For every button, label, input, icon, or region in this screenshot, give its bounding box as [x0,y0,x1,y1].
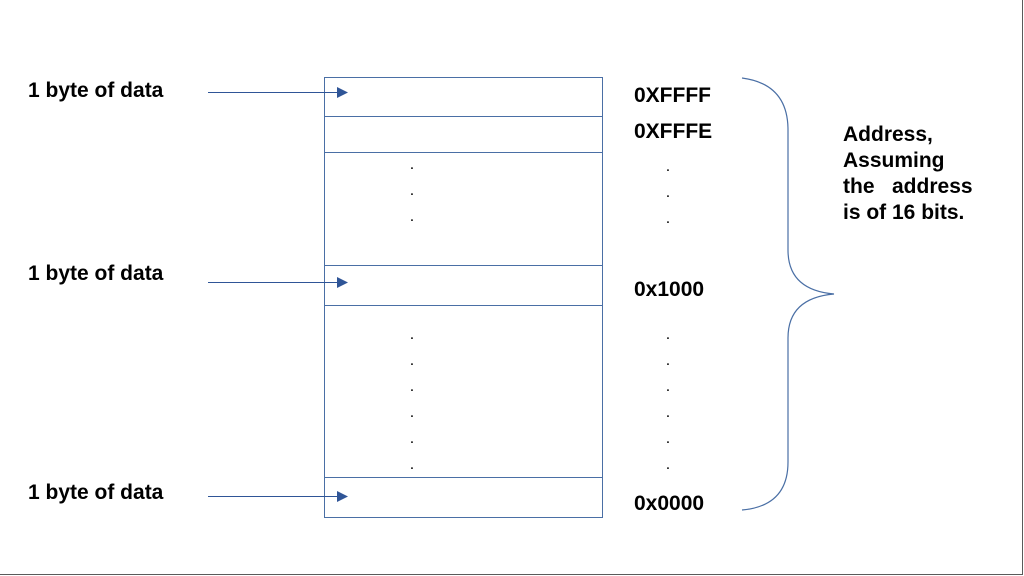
address-note-line: is of 16 bits. [843,201,965,224]
ellipsis-dot: . [409,326,415,343]
memory-block [324,77,603,518]
address-note-line: the address [843,175,973,198]
address-ellipsis-dot: . [665,184,671,201]
ellipsis-dot: . [409,182,415,199]
address-ellipsis-dot: . [665,456,671,473]
address-1000: 0x1000 [634,278,705,301]
ellipsis-dot: . [409,208,415,225]
address-ellipsis-dot: . [665,404,671,421]
curly-brace [741,77,835,511]
address-ellipsis-dot: . [665,378,671,395]
arrow-middle [208,277,348,288]
address-ellipsis-dot: . [665,430,671,447]
ellipsis-dot: . [409,156,415,173]
address-note-line: Assuming [843,149,945,172]
ellipsis-dot: . [409,352,415,369]
address-fffe: 0XFFFE [634,120,713,143]
arrow-bottom [208,491,348,502]
address-note-line: Address, [843,123,933,146]
byte-label-bottom: 1 byte of data [28,481,164,504]
ellipsis-dot: . [409,404,415,421]
address-ellipsis-dot: . [665,210,671,227]
byte-label-top: 1 byte of data [28,79,164,102]
ellipsis-dot: . [409,456,415,473]
byte-label-middle: 1 byte of data [28,262,164,285]
ellipsis-dot: . [409,430,415,447]
address-0000: 0x0000 [634,492,705,515]
address-ellipsis-dot: . [665,326,671,343]
address-ellipsis-dot: . [665,158,671,175]
address-note: Address, Assuming the address is of 16 b… [843,122,973,226]
arrow-top [208,87,348,98]
ellipsis-dot: . [409,378,415,395]
address-ellipsis-dot: . [665,352,671,369]
address-ffff: 0XFFFF [634,84,711,107]
